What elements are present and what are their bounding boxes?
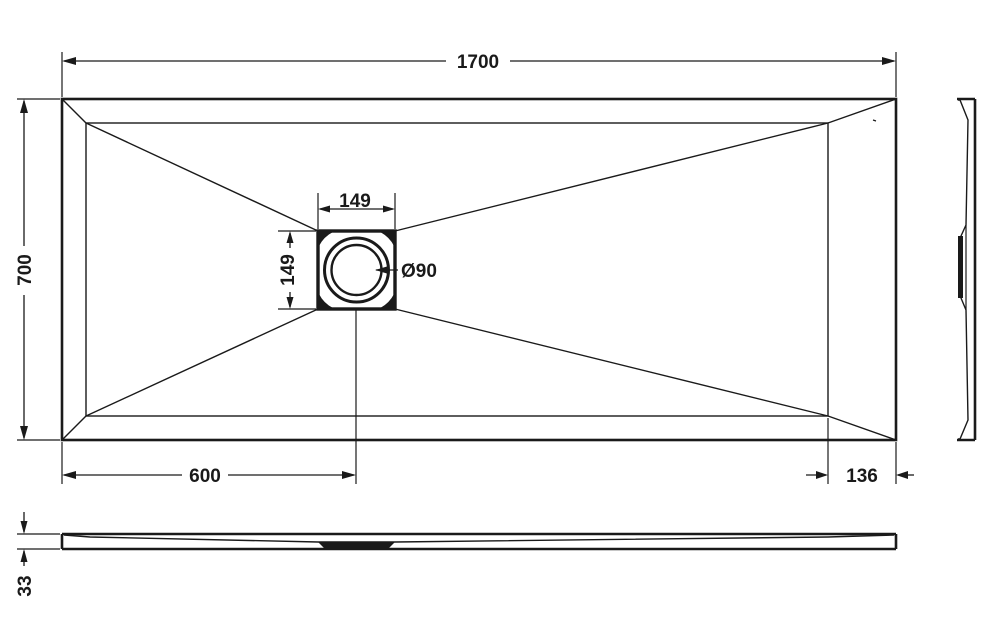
dimension-drain-diameter: Ø90 xyxy=(375,261,437,282)
dimension-edge-offset-label: 136 xyxy=(846,466,878,487)
bevel-line-top-left xyxy=(61,98,87,124)
dimension-waste-height: 149 xyxy=(278,230,316,310)
bevel-line-bottom-right xyxy=(827,415,897,441)
dimension-waste-width: 149 xyxy=(317,191,396,229)
dimension-edge-offset: 136 xyxy=(806,418,914,487)
tray-outer-outline xyxy=(60,97,898,442)
waste-corner-top-left xyxy=(319,232,333,246)
dimension-height-label: 33 xyxy=(15,575,36,596)
front-elevation-view xyxy=(60,532,898,551)
dimension-height: 33 xyxy=(15,512,60,597)
dimension-width-label: 700 xyxy=(15,254,36,286)
dimension-waste-width-label: 149 xyxy=(339,191,371,212)
slope-line-top-left xyxy=(85,122,319,232)
plan-view xyxy=(60,97,898,442)
tray-inner-outline xyxy=(85,122,829,417)
dimension-waste-offset-label: 600 xyxy=(189,466,221,487)
slope-line-bottom-left xyxy=(85,308,319,417)
dimension-waste-height-label: 149 xyxy=(278,254,299,286)
waste-corner-top-right xyxy=(380,232,394,246)
drain-inner-ring xyxy=(330,243,383,297)
slope-line-top-right xyxy=(394,122,829,232)
dimension-width: 700 xyxy=(15,98,60,441)
dimension-length-label: 1700 xyxy=(457,52,499,73)
bevel-line-top-right xyxy=(827,98,897,124)
waste-corner-bottom-left xyxy=(319,294,333,308)
slope-line-bottom-right xyxy=(394,308,829,417)
surface-mark xyxy=(872,119,877,122)
dimension-length: 1700 xyxy=(61,52,897,97)
elevation-waste xyxy=(318,542,395,548)
waste-corner-bottom-right xyxy=(380,294,394,308)
dimension-waste-offset: 600 xyxy=(61,310,357,487)
end-view xyxy=(957,97,977,442)
bevel-line-bottom-left xyxy=(61,415,87,441)
dimension-drain-diameter-label: Ø90 xyxy=(401,261,437,282)
